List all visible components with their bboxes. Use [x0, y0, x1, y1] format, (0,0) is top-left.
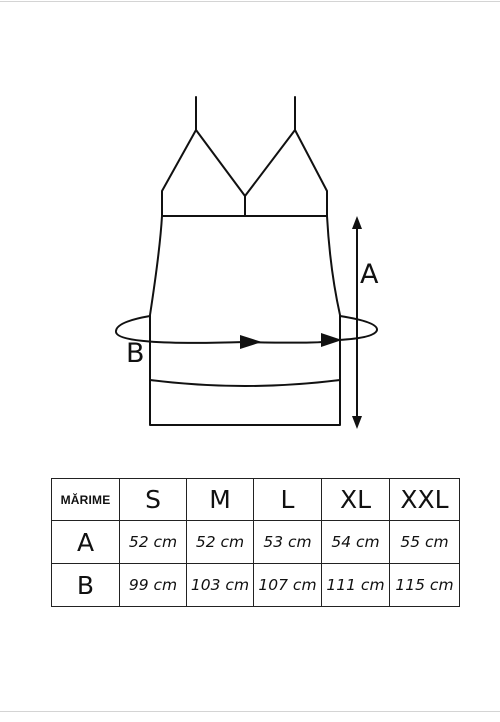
value-b-l: 107 cm: [253, 563, 322, 607]
measure-b-arrowhead-end: [321, 333, 342, 347]
size-header-row: MĂRIME S M L XL XXL: [51, 478, 460, 521]
value-a-l: 53 cm: [253, 520, 322, 564]
garment-diagram: A B: [115, 96, 379, 429]
row-label-a: A: [51, 520, 120, 564]
measure-a-arrowhead-down: [352, 416, 362, 429]
size-header-xl: XL: [321, 478, 390, 521]
value-b-m: 103 cm: [186, 563, 254, 607]
size-header-label: MĂRIME: [51, 478, 120, 521]
table-row: A 52 cm 52 cm 53 cm 54 cm 55 cm: [51, 520, 460, 564]
measure-b-loop-back: [337, 315, 378, 341]
size-chart-table: MĂRIME S M L XL XXL A 52 cm 52 cm 53 cm …: [51, 478, 460, 607]
size-header-xxl: XXL: [389, 478, 460, 521]
bodice-cups: [161, 129, 328, 217]
value-a-xl: 54 cm: [321, 520, 390, 564]
row-label-b: B: [51, 563, 120, 607]
bottom-border-line: [0, 711, 500, 712]
table-row: B 99 cm 103 cm 107 cm 111 cm 115 cm: [51, 563, 460, 607]
measure-b-label: B: [126, 338, 145, 369]
measure-b-arrowhead-middle: [240, 335, 262, 349]
size-header-l: L: [253, 478, 322, 521]
hem-band-line: [149, 379, 341, 387]
measure-a-label: A: [360, 259, 379, 290]
dress-body: [149, 215, 341, 426]
size-header-m: M: [186, 478, 254, 521]
value-a-xxl: 55 cm: [389, 520, 460, 564]
value-b-s: 99 cm: [119, 563, 187, 607]
value-b-xxl: 115 cm: [389, 563, 460, 607]
value-b-xl: 111 cm: [321, 563, 390, 607]
measure-a-arrowhead-up: [352, 216, 362, 229]
value-a-s: 52 cm: [119, 520, 187, 564]
measure-b-loop-front: [115, 315, 338, 344]
size-header-s: S: [119, 478, 187, 521]
top-border-line: [0, 1, 500, 2]
value-a-m: 52 cm: [186, 520, 254, 564]
